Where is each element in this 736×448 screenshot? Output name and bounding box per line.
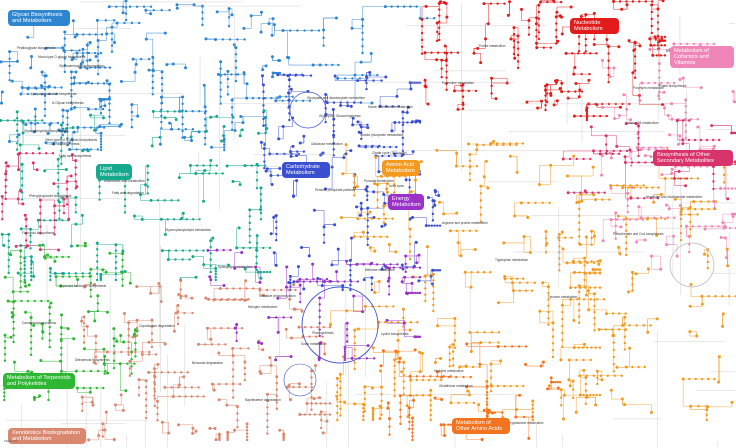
pathway-label[interactable]: Sulfur metabolism	[301, 342, 327, 346]
badge-aminoacid[interactable]: Amino Acid Metabolism	[382, 160, 420, 176]
badge-xenobiotics[interactable]: Xenobiotics Biodegradation and Metabolis…	[8, 428, 86, 444]
pathway-label[interactable]: Phenylpropanoid biosynthesis	[29, 194, 72, 198]
pathway-label[interactable]: Pyruvate metabolism	[364, 179, 394, 183]
pathway-label[interactable]: Glycosphingolipid biosynthesis	[24, 129, 68, 133]
pathway-label[interactable]: Nitrogen metabolism	[248, 305, 278, 309]
pathway-label[interactable]: Pantothenate and CoA biosynthesis	[613, 232, 664, 236]
pathway-label[interactable]: Glycerophospholipid metabolism	[165, 228, 212, 232]
pathway-label[interactable]: Taurine and hypotaurine metabolism	[492, 421, 544, 425]
pathway-label[interactable]: Folate biosynthesis	[659, 84, 687, 88]
pathway-label[interactable]: Starch and sucrose metabolism	[368, 105, 413, 109]
pathway-label[interactable]: Pyrimidine metabolism	[442, 81, 475, 85]
badge-carbohydrate[interactable]: Carbohydrate Metabolism	[282, 162, 330, 178]
badge-glycan[interactable]: Glycan Biosynthesis and Metabolism	[8, 10, 70, 26]
pathway-label[interactable]: Methane metabolism	[365, 268, 395, 272]
pathway-label[interactable]: Fatty acid biosynthesis	[59, 154, 92, 158]
badge-terpenoids[interactable]: Metabolism of Terpenoids and Polyketides	[3, 373, 75, 389]
credit-text: KEGG 1.0.2	[4, 440, 18, 443]
pathway-label[interactable]: Fatty acid degradation	[112, 191, 144, 195]
pathway-label[interactable]: Porphyrin metabolism	[633, 86, 664, 90]
pathway-label[interactable]: Steroid biosynthesis	[51, 142, 80, 146]
pathway-label[interactable]: Purine metabolism	[479, 44, 506, 48]
pathway-label[interactable]: Sphingolipid metabolism	[218, 265, 253, 269]
pathway-label[interactable]: Histidine metabolism	[434, 369, 464, 373]
pathway-label[interactable]: Pentose phosphate pathway	[315, 188, 356, 192]
badge-energy[interactable]: Energy Metabolism	[388, 194, 424, 210]
pathway-label[interactable]: Naphthalene degradation	[245, 398, 281, 402]
pathway-label[interactable]: Glutathione metabolism	[439, 384, 473, 388]
pathway-label[interactable]: Photosynthesis	[312, 331, 334, 335]
badge-cofactors[interactable]: Metabolism of Cofactors and Vitamins	[670, 46, 734, 69]
pathway-label[interactable]: Diterpenoid biosynthesis	[75, 358, 110, 362]
pathway-label[interactable]: Tryptophan metabolism	[495, 258, 529, 262]
pathway-label[interactable]: Citrate cycle (TCA cycle)	[372, 151, 407, 155]
pathway-label[interactable]: Inositol phosphate metabolism	[360, 133, 404, 137]
pathway-label[interactable]: Flavonoid biosynthesis	[22, 231, 55, 235]
pathway-label[interactable]: Lysine biosynthesis	[381, 332, 409, 336]
pathway-label[interactable]: Glycolysis / Gluconeogenesis	[319, 114, 361, 118]
pathway-label[interactable]: Arachidonic acid metabolism	[104, 179, 145, 183]
pathway-label[interactable]: Urea cycle	[389, 184, 405, 188]
pathway-label[interactable]: Lipopolysaccharide biosynthesis	[31, 92, 77, 96]
pathway-label[interactable]: Peptidoglycan biosynthesis	[17, 46, 56, 50]
badge-other-aa[interactable]: Metabolism of Other Amino Acids	[452, 418, 510, 434]
pathway-label[interactable]: Other types of O-glycan biosynthesis	[45, 138, 98, 142]
pathway-label[interactable]: Arginine and proline metabolism	[442, 221, 488, 225]
pathway-label[interactable]: Mucin type O-glycan biosynthesis	[38, 55, 86, 59]
badge-nucleotide[interactable]: Nucleotide Metabolism	[570, 18, 619, 34]
pathway-label[interactable]: Vitamin B6 metabolism	[626, 121, 659, 125]
pathway-label[interactable]: N-Glycan biosynthesis	[52, 101, 84, 105]
pathway-label[interactable]: Caprolactam degradation	[139, 324, 175, 328]
pathway-label[interactable]: Carotenoid biosynthesis	[22, 321, 57, 325]
pathway-label[interactable]: Galactose metabolism	[311, 142, 343, 146]
badge-lipid[interactable]: Lipid Metabolism	[96, 164, 132, 180]
pathway-label[interactable]: Terpenoid backbone biosynthesis	[59, 284, 107, 288]
pathway-label[interactable]: Benzoate degradation	[192, 361, 224, 365]
pathway-label[interactable]: Oxidative phosphorylation	[259, 294, 296, 298]
pathway-label[interactable]: Glycosaminoglycan degradation	[59, 64, 105, 68]
pathway-label[interactable]: Nicotinate and nicotinamide metabolism	[646, 195, 703, 199]
pathway-label[interactable]: Glyoxylate and dicarboxylate metabolism	[307, 96, 365, 100]
badge-secondary[interactable]: Biosynthesis of Other Secondary Metaboli…	[653, 150, 733, 166]
pathway-label[interactable]: Tyrosine metabolism	[548, 295, 578, 299]
